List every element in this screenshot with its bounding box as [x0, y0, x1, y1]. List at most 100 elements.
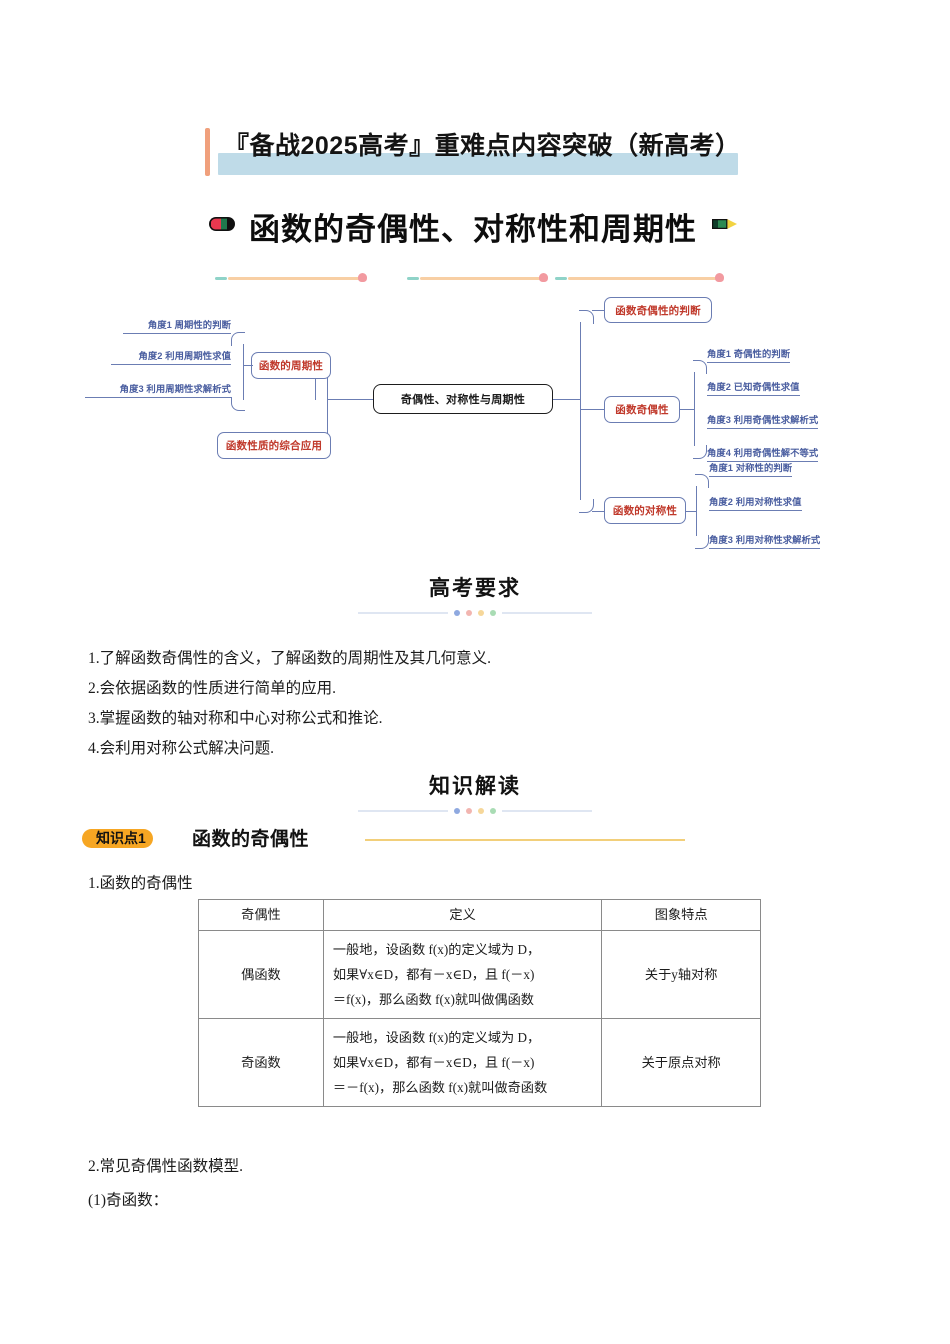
mm-line	[680, 409, 694, 411]
mm-line	[327, 399, 373, 401]
mindmap-node-comprehensive: 函数性质的综合应用	[217, 432, 331, 459]
mindmap-node-periodicity: 函数的周期性	[251, 352, 331, 379]
mindmap-leaf-label: 角度2 已知奇偶性求值	[707, 382, 800, 392]
table-cell-name-odd: 奇函数	[198, 1018, 324, 1107]
mindmap-node-label: 函数的周期性	[258, 360, 324, 372]
subheading-1: 1.函数的奇偶性	[88, 875, 193, 892]
deco-dot-3	[478, 808, 484, 814]
mindmap-leaf-label: 角度3 利用对称性求解析式	[709, 535, 821, 545]
mm-line	[579, 499, 594, 513]
mm-line	[592, 310, 606, 312]
mindmap: 奇偶性、对称性与周期性 函数的周期性 函数性质的综合应用 角度1 周期性的判断 …	[85, 296, 885, 566]
knowledge-point-badge: 知识点1	[82, 829, 153, 848]
mindmap-leaf-label: 角度4 利用奇偶性解不等式	[707, 448, 819, 458]
banner-accent-bar	[205, 128, 210, 176]
knowledge-point-badge-label: 知识点1	[96, 829, 146, 846]
mindmap-leaf-label: 角度1 对称性的判断	[709, 463, 793, 473]
mm-line	[327, 372, 329, 440]
footer-line-1: 2.常见奇偶性函数模型.	[88, 1158, 244, 1175]
deco-rule-left	[358, 810, 448, 812]
mm-line	[243, 365, 253, 367]
mm-line	[693, 360, 707, 374]
mindmap-leaf-parity-2: 角度2 已知奇偶性求值	[707, 379, 800, 396]
table-header-graph: 图象特点	[601, 899, 761, 931]
exam-requirement-item-4: 4.会利用对称公式解决问题.	[88, 740, 275, 757]
exam-requirement-item-3: 3.掌握函数的轴对称和中心对称公式和推论.	[88, 710, 383, 727]
mindmap-node-label: 函数的对称性	[612, 505, 678, 517]
mindmap-leaf-periodicity-2: 角度2 利用周期性求值	[111, 348, 231, 365]
mindmap-node-parity: 函数奇偶性	[604, 396, 680, 423]
knowledge-point-heading: 知识点1 函数的奇偶性	[82, 822, 702, 854]
mindmap-leaf-symmetry-3: 角度3 利用对称性求解析式	[709, 532, 821, 549]
mm-line	[579, 310, 594, 324]
table-row: 奇函数 一般地，设函数 f(x)的定义域为 D， 如果∀x∈D，都有－x∈D，且…	[198, 1018, 761, 1107]
mm-line	[580, 409, 606, 411]
mm-line	[694, 372, 696, 446]
mindmap-leaf-parity-4: 角度4 利用奇偶性解不等式	[707, 445, 819, 462]
mm-line	[696, 486, 698, 536]
deco-rule-left	[358, 612, 448, 614]
table-cell-graph-odd: 关于原点对称	[601, 1018, 761, 1107]
mindmap-node-label: 函数奇偶性的判断	[615, 304, 701, 317]
mm-line	[315, 368, 330, 400]
mindmap-leaf-symmetry-1: 角度1 对称性的判断	[709, 460, 793, 477]
mm-line	[686, 511, 696, 513]
section-heading-label: 知识解读	[429, 775, 521, 798]
mm-line	[580, 322, 582, 500]
mindmap-leaf-label: 角度3 利用周期性求解析式	[119, 384, 231, 394]
footer-line-2: (1)奇函数：	[88, 1192, 169, 1209]
mm-line	[693, 445, 707, 459]
section-heading-label: 高考要求	[429, 577, 521, 600]
table-cell-name-even: 偶函数	[198, 930, 324, 1019]
table-header-row: 奇偶性 定义 图象特点	[198, 899, 761, 931]
mindmap-leaf-parity-1: 角度1 奇偶性的判断	[707, 346, 791, 363]
section-heading-exam-requirements: 高考要求	[0, 572, 950, 617]
decorative-divider	[215, 272, 735, 284]
header-banner: 『备战2025高考』重难点内容突破（新高考）	[205, 126, 750, 180]
mindmap-leaf-label: 角度2 利用周期性求值	[138, 351, 231, 361]
mindmap-leaf-label: 角度1 周期性的判断	[147, 320, 231, 330]
pencil-icon	[711, 216, 741, 237]
mm-line	[243, 344, 245, 400]
deco-dot-1	[454, 808, 460, 814]
definition-line: 一般地，设函数 f(x)的定义域为 D，	[332, 1030, 541, 1045]
definition-line: ＝f(x)，那么函数 f(x)就叫做偶函数	[332, 992, 534, 1007]
section-heading-decoration	[0, 807, 950, 815]
definition-line: ＝－f(x)，那么函数 f(x)就叫做奇函数	[332, 1080, 548, 1095]
exam-requirement-item-2: 2.会依据函数的性质进行简单的应用.	[88, 680, 337, 697]
deco-dot-4	[490, 808, 496, 814]
section-heading-knowledge: 知识解读	[0, 770, 950, 815]
deco-dot-4	[490, 610, 496, 616]
deco-dot-2	[466, 808, 472, 814]
mindmap-leaf-symmetry-2: 角度2 利用对称性求值	[709, 494, 802, 511]
exam-requirement-item-1: 1.了解函数奇偶性的含义，了解函数的周期性及其几何意义.	[88, 650, 492, 667]
mindmap-leaf-label: 角度3 利用奇偶性求解析式	[707, 415, 819, 425]
deco-rule-right	[502, 612, 592, 614]
banner-highlight	[218, 153, 738, 175]
section-heading-decoration	[0, 609, 950, 617]
deco-dot-2	[466, 610, 472, 616]
banner-title: 『备战2025高考』重难点内容突破（新高考）	[224, 132, 741, 160]
eraser-icon	[209, 217, 235, 236]
deco-dot-3	[478, 610, 484, 616]
mindmap-leaf-periodicity-3: 角度3 利用周期性求解析式	[85, 381, 231, 398]
mindmap-node-symmetry: 函数的对称性	[604, 497, 686, 524]
mindmap-center-label: 奇偶性、对称性与周期性	[400, 394, 526, 406]
mindmap-node-label: 函数奇偶性	[615, 404, 669, 416]
mindmap-leaf-parity-3: 角度3 利用奇偶性求解析式	[707, 412, 819, 429]
mm-line	[695, 535, 709, 549]
mm-line	[231, 397, 245, 411]
knowledge-point-rule	[365, 839, 685, 841]
mindmap-leaf-label: 角度1 奇偶性的判断	[707, 349, 791, 359]
mm-line	[695, 474, 709, 488]
mindmap-node-parity-judgement: 函数奇偶性的判断	[604, 297, 712, 323]
deco-dot-1	[454, 610, 460, 616]
mindmap-center-node: 奇偶性、对称性与周期性	[373, 384, 553, 414]
definition-line: 如果∀x∈D，都有－x∈D，且 f(－x)	[332, 967, 535, 982]
table-row: 偶函数 一般地，设函数 f(x)的定义域为 D， 如果∀x∈D，都有－x∈D，且…	[198, 930, 761, 1019]
definition-line: 如果∀x∈D，都有－x∈D，且 f(－x)	[332, 1055, 535, 1070]
table-cell-definition-odd: 一般地，设函数 f(x)的定义域为 D， 如果∀x∈D，都有－x∈D，且 f(－…	[322, 1018, 603, 1107]
table-header-definition: 定义	[322, 899, 603, 931]
deco-rule-right	[502, 810, 592, 812]
mindmap-leaf-label: 角度2 利用对称性求值	[709, 497, 802, 507]
